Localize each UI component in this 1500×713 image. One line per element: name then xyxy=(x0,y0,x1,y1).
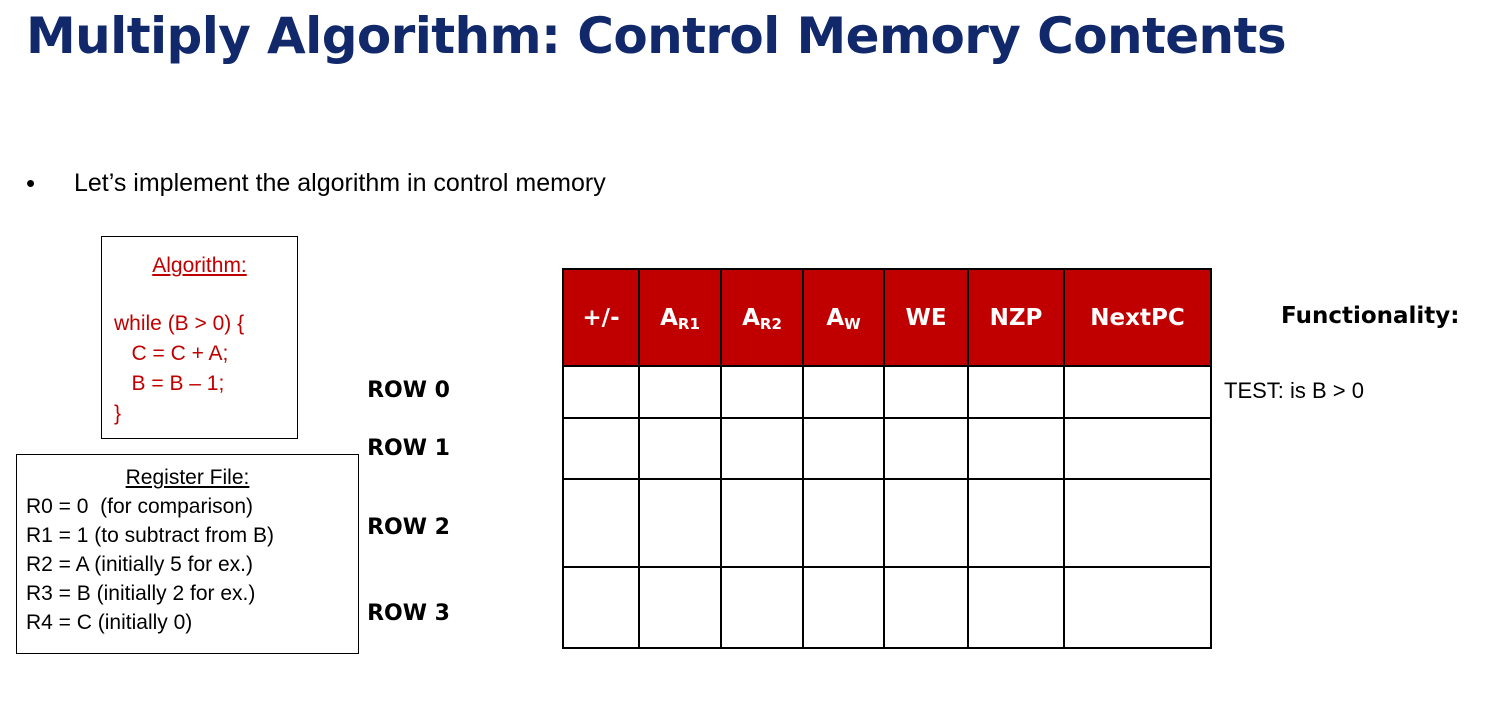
table-cell[interactable] xyxy=(720,417,804,480)
table-cell[interactable] xyxy=(638,365,722,419)
column-header-plusminus: +/- xyxy=(562,268,640,367)
table-row xyxy=(562,566,1212,649)
algorithm-line: while (B > 0) { xyxy=(114,312,245,335)
table-row-label-2: ROW 2 xyxy=(367,515,450,540)
table-cell[interactable] xyxy=(883,566,969,649)
table-row xyxy=(562,417,1212,480)
table-cell[interactable] xyxy=(967,417,1065,480)
algorithm-box: Algorithm: while (B > 0) { C = C + A; B … xyxy=(101,236,298,439)
column-header-nextpc: NextPC xyxy=(1063,268,1212,367)
table-cell[interactable] xyxy=(883,417,969,480)
table-cell[interactable] xyxy=(638,478,722,568)
column-header-label: A xyxy=(660,304,678,331)
column-header-subscript: R2 xyxy=(759,314,782,333)
register-line: R3 = B (initially 2 for ex.) xyxy=(26,582,256,605)
table-cell[interactable] xyxy=(802,566,885,649)
column-header-label: +/- xyxy=(582,304,620,331)
column-header-ar1: AR1 xyxy=(638,268,722,367)
register-line: R4 = C (initially 0) xyxy=(26,611,193,634)
table-cell[interactable] xyxy=(802,478,885,568)
column-header-subscript: W xyxy=(844,314,861,333)
table-cell[interactable] xyxy=(1063,417,1212,480)
algorithm-line: } xyxy=(114,402,122,425)
table-cell[interactable] xyxy=(562,566,640,649)
functionality-header: Functionality: xyxy=(1281,303,1460,329)
control-memory-table: +/- AR1 AR2 AW WE NZP NextPC xyxy=(562,268,1212,649)
table-cell[interactable] xyxy=(1063,478,1212,568)
table-cell[interactable] xyxy=(562,478,640,568)
table-cell[interactable] xyxy=(802,417,885,480)
table-cell[interactable] xyxy=(1063,566,1212,649)
table-cell[interactable] xyxy=(720,478,804,568)
column-header-ar2: AR2 xyxy=(720,268,804,367)
algorithm-line: B = B – 1; xyxy=(114,372,225,395)
table-cell[interactable] xyxy=(967,365,1065,419)
algorithm-box-title: Algorithm: xyxy=(152,254,247,277)
table-cell[interactable] xyxy=(562,365,640,419)
register-file-box: Register File: R0 = 0 (for comparison) R… xyxy=(16,454,359,654)
table-cell[interactable] xyxy=(638,417,722,480)
register-line: R0 = 0 (for comparison) xyxy=(26,495,254,518)
algorithm-code-lines: while (B > 0) { C = C + A; B = B – 1; } xyxy=(102,309,297,429)
column-header-we: WE xyxy=(883,268,969,367)
table-cell[interactable] xyxy=(883,478,969,568)
column-header-label: NextPC xyxy=(1090,304,1185,331)
column-header-aw: AW xyxy=(802,268,885,367)
column-header-subscript: R1 xyxy=(677,314,700,333)
table-cell[interactable] xyxy=(720,566,804,649)
register-line: R1 = 1 (to subtract from B) xyxy=(26,524,275,547)
table-row xyxy=(562,478,1212,568)
column-header-label: A xyxy=(826,304,845,331)
table-cell[interactable] xyxy=(638,566,722,649)
table-header-row: +/- AR1 AR2 AW WE NZP NextPC xyxy=(562,268,1212,367)
register-file-title: Register File: xyxy=(125,466,250,489)
table-cell[interactable] xyxy=(1063,365,1212,419)
register-line: R2 = A (initially 5 for ex.) xyxy=(26,553,254,576)
column-header-label: WE xyxy=(905,304,947,331)
column-header-label: NZP xyxy=(989,304,1043,331)
table-row-label-1: ROW 1 xyxy=(367,436,450,461)
table-cell[interactable] xyxy=(967,478,1065,568)
bullet-marker-icon: • xyxy=(26,168,36,198)
bullet-text: Let’s implement the algorithm in control… xyxy=(74,169,606,197)
table-row xyxy=(562,365,1212,419)
table-row-label-0: ROW 0 xyxy=(367,378,450,403)
algorithm-line: C = C + A; xyxy=(114,342,229,365)
bullet-list: • Let’s implement the algorithm in contr… xyxy=(26,166,606,200)
table-cell[interactable] xyxy=(562,417,640,480)
column-header-nzp: NZP xyxy=(967,268,1065,367)
table-row-label-3: ROW 3 xyxy=(367,601,450,626)
page-title: Multiply Algorithm: Control Memory Conte… xyxy=(26,7,1287,65)
column-header-label: A xyxy=(742,304,760,331)
functionality-note-row-0: TEST: is B > 0 xyxy=(1224,378,1364,403)
table-cell[interactable] xyxy=(967,566,1065,649)
table-cell[interactable] xyxy=(720,365,804,419)
table-cell[interactable] xyxy=(883,365,969,419)
table-cell[interactable] xyxy=(802,365,885,419)
